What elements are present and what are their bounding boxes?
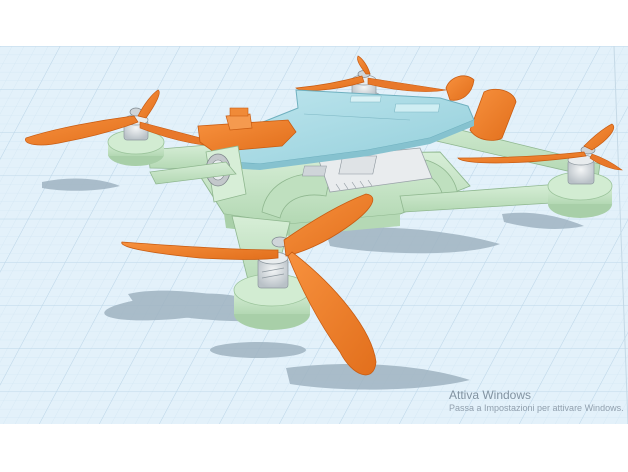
3d-workplane-viewport[interactable]: Attiva Windows Passa a Impostazioni per … (0, 46, 628, 424)
flight-controller-stack (302, 147, 433, 193)
workplane-edge (613, 46, 628, 424)
drone-arm-front-left (149, 161, 237, 185)
workplane-canvas[interactable] (0, 46, 628, 424)
motor-mount-front (233, 236, 311, 330)
rear-right-antenna-mount (445, 75, 517, 141)
gopro-mount (197, 107, 297, 153)
propeller-right (457, 123, 623, 171)
propeller-rear-center (295, 55, 447, 92)
propeller-front (121, 193, 377, 376)
